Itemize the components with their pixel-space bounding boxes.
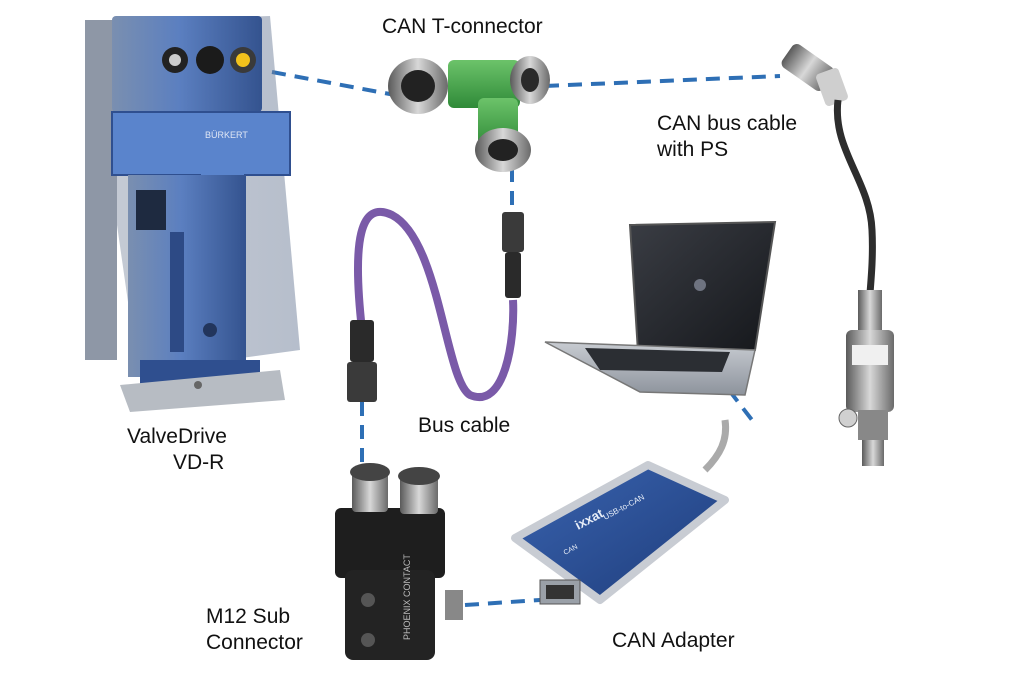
m12-brand: PHOENIX CONTACT [402,554,412,640]
label-bus-cable-text: Bus cable [418,414,511,437]
can-adapter-icon: ixxat USB-to-CAN CAN [511,419,730,605]
link-tconnector-pscable [544,74,781,88]
label-bus-cable: Bus cable [418,413,510,439]
link-valvedrive-tconnector [271,70,396,97]
laptop-icon [544,220,777,396]
ps-cable-icon [781,44,894,466]
label-t-connector-text: CAN T-connector [382,15,543,38]
valvedrive-device-icon: BÜRKERT [85,16,300,412]
label-valvedrive: ValveDrive VD-R [127,424,227,476]
link-m12-adapter [464,598,541,607]
valvedrive-brand: BÜRKERT [205,130,248,140]
label-t-connector: CAN T-connector [382,14,543,40]
label-bus-cable-ps: CAN bus cable with PS [657,111,797,163]
label-can-adapter-text: CAN Adapter [612,629,735,652]
m12-sub-connector-icon: PHOENIX CONTACT [335,463,463,660]
t-connector-icon [388,56,550,172]
label-bus-cable-ps-line2: with PS [657,138,729,161]
label-valvedrive-line2: VD-R [173,451,225,474]
label-valvedrive-line1: ValveDrive [127,425,227,448]
label-m12-line2: Connector [206,631,303,654]
label-m12-sub-connector: M12 Sub Connector [206,604,303,656]
label-m12-line1: M12 Sub [206,605,291,628]
label-can-adapter: CAN Adapter [612,628,735,654]
label-bus-cable-ps-line1: CAN bus cable [657,112,798,135]
bus-cable-icon [347,207,524,402]
